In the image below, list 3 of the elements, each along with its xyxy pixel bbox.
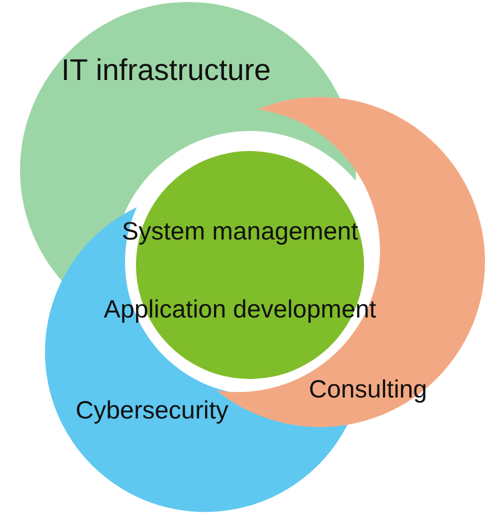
segment-label: Cybersecurity	[76, 398, 228, 424]
segment-label: IT infrastructure	[61, 56, 271, 86]
segment-label: Consulting	[308, 378, 428, 402]
